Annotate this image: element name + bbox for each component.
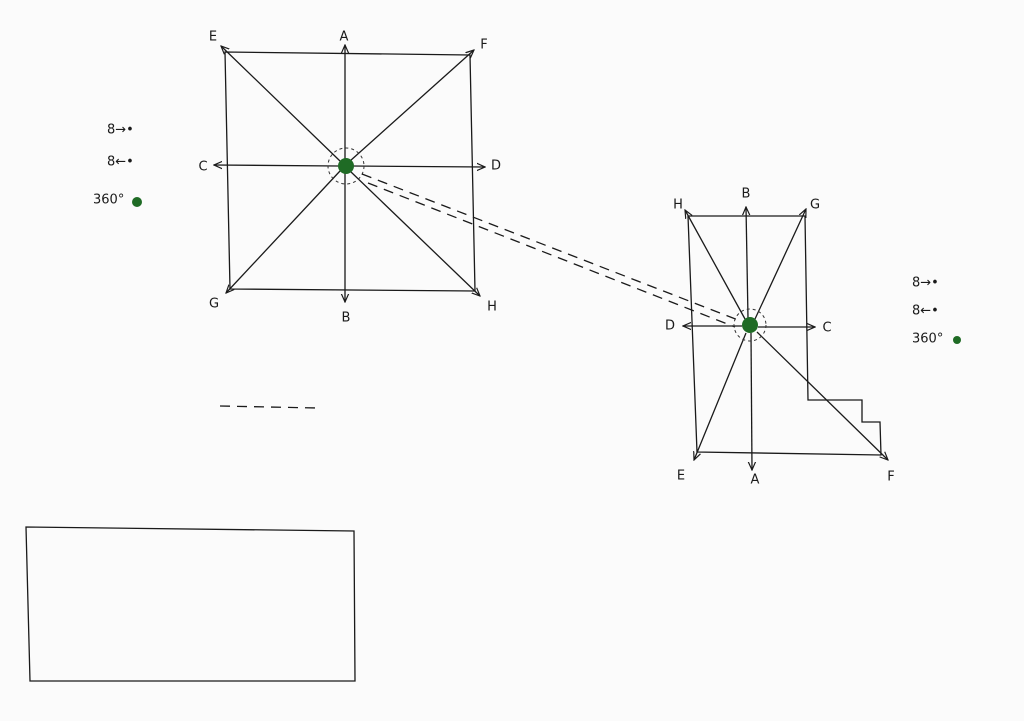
- label-d: D: [491, 159, 501, 174]
- arrow-e: [221, 46, 341, 162]
- arrow-a: [751, 332, 752, 470]
- label-f: F: [887, 470, 894, 485]
- legend-row-inward: 8←•: [107, 155, 134, 170]
- right-center-dot: [742, 317, 758, 333]
- label-h: H: [673, 198, 683, 213]
- label-e: E: [209, 30, 217, 45]
- arrow-c: [214, 165, 339, 166]
- dashed-connector: [361, 173, 739, 328]
- dashed-line-2: [367, 182, 736, 328]
- label-c: C: [198, 160, 207, 175]
- left-center-ring: [327, 147, 365, 185]
- legend-row-360: 360°: [912, 332, 943, 347]
- label-a: A: [340, 30, 349, 45]
- legend-row-inward: 8←•: [912, 304, 939, 319]
- arrow-e: [694, 332, 747, 460]
- right-shape-outline: [687, 215, 882, 456]
- left-legend: 8→• 8←• 360°: [93, 123, 142, 208]
- label-h: H: [487, 300, 497, 315]
- dashed-line-sample: [219, 405, 319, 409]
- right-stair-diagram: A B C D E F G H: [665, 187, 895, 488]
- legend-row-360: 360°: [93, 193, 124, 208]
- label-b: B: [742, 187, 751, 202]
- arrow-h: [685, 210, 746, 320]
- legend-green-dot: [953, 336, 961, 344]
- empty-box: [25, 526, 356, 682]
- arrow-h: [349, 170, 480, 296]
- arrow-d: [351, 166, 485, 167]
- label-f: F: [480, 38, 487, 53]
- dashed-line-1: [361, 173, 739, 321]
- left-center-dot: [338, 158, 354, 174]
- legend-row-outward: 8→•: [912, 276, 939, 291]
- legend-green-dot: [132, 197, 142, 207]
- label-a: A: [751, 473, 760, 488]
- right-center-ring: [733, 308, 767, 342]
- left-square-diagram: A B C D E F G H: [198, 30, 501, 326]
- legend-row-outward: 8→•: [107, 123, 134, 138]
- label-g: G: [209, 297, 219, 312]
- label-b: B: [342, 311, 351, 326]
- arrow-b: [746, 207, 748, 319]
- label-d: D: [665, 319, 675, 334]
- arrow-f: [756, 331, 888, 460]
- arrow-g: [226, 170, 341, 293]
- arrow-f: [349, 50, 474, 162]
- label-g: G: [810, 198, 820, 213]
- right-legend: 8→• 8←• 360°: [912, 276, 961, 347]
- arrow-g: [754, 209, 806, 320]
- label-e: E: [677, 469, 685, 484]
- label-c: C: [822, 321, 831, 336]
